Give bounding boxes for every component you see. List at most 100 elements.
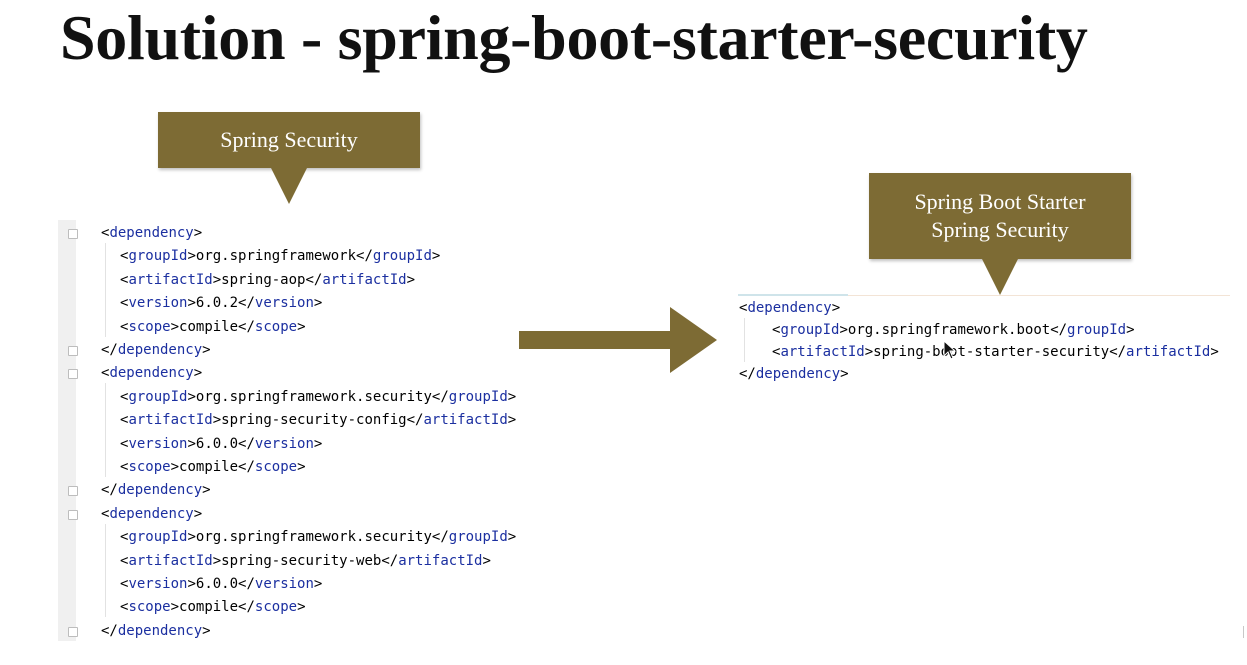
xml-value: compile	[179, 599, 239, 616]
angle-bracket: >	[313, 295, 323, 312]
angle-bracket: >	[313, 576, 323, 592]
angle-bracket: </	[1050, 322, 1068, 338]
xml-tag-name: scope	[254, 318, 298, 335]
angle-bracket: </	[238, 318, 255, 335]
code-line: <artifactId>spring-security-config</arti…	[120, 410, 516, 430]
indent-guide	[105, 383, 106, 477]
xml-tag-name: artifactId	[128, 271, 213, 288]
xml-value: spring-boot-starter-security	[873, 344, 1110, 360]
angle-bracket: <	[120, 318, 129, 335]
xml-tag-name: artifactId	[780, 344, 865, 360]
angle-bracket: >	[297, 459, 306, 475]
xml-value: spring-security-web	[221, 552, 382, 569]
xml-value: 6.0.0	[195, 576, 239, 592]
xml-value: org.springframework	[195, 248, 357, 265]
angle-bracket: >	[839, 322, 848, 338]
indent-guide	[105, 243, 106, 337]
mouse-cursor-icon	[943, 340, 957, 360]
xml-tag-name: dependency	[109, 225, 194, 241]
angle-bracket: <	[772, 344, 781, 360]
xml-tag-name: scope	[254, 599, 298, 616]
xml-tag-name: groupId	[448, 529, 508, 546]
xml-tag-name: version	[128, 435, 188, 452]
angle-bracket: </	[431, 529, 449, 546]
xml-tag-name: groupId	[128, 388, 188, 405]
angle-bracket: >	[507, 412, 517, 429]
angle-bracket: </	[101, 622, 118, 639]
xml-tag-name: groupId	[128, 529, 188, 546]
angle-bracket: <	[101, 505, 110, 522]
xml-tag-name: artifactId	[128, 412, 213, 429]
angle-bracket: >	[170, 599, 180, 616]
code-line: <scope>compile</scope>	[120, 457, 306, 477]
angle-bracket: </	[406, 412, 424, 429]
xml-tag-name: scope	[128, 599, 171, 616]
angle-bracket: <	[120, 295, 129, 312]
callout-line-2: Spring Security	[931, 217, 1069, 242]
xml-value: compile	[179, 459, 239, 475]
angle-bracket: >	[507, 388, 517, 405]
angle-bracket: <	[120, 459, 129, 475]
angle-bracket: <	[120, 576, 129, 592]
code-line: </dependency>	[101, 621, 211, 641]
angle-bracket: </	[238, 599, 255, 616]
code-line: <scope>compile</scope>	[120, 597, 306, 617]
callout-pointer	[982, 259, 1018, 295]
angle-bracket: >	[202, 342, 211, 358]
angle-bracket: <	[772, 322, 781, 338]
code-line: <artifactId>spring-security-web</artifac…	[120, 551, 491, 571]
xml-tag-name: dependency	[755, 366, 841, 382]
callout-pointer	[271, 168, 307, 204]
right-arrow-icon	[519, 307, 717, 373]
angle-bracket: >	[831, 300, 841, 316]
angle-bracket: >	[1210, 344, 1219, 360]
xml-tag-name: scope	[254, 459, 298, 475]
angle-bracket: </	[305, 271, 323, 288]
angle-bracket: >	[187, 295, 196, 312]
angle-bracket: </	[381, 552, 399, 569]
xml-tag-name: artifactId	[398, 552, 483, 569]
angle-bracket: <	[120, 529, 129, 546]
angle-bracket: <	[101, 365, 110, 382]
callout-spring-boot-starter-security: Spring Boot Starter Spring Security	[869, 173, 1131, 295]
code-line: <scope>compile</scope>	[120, 317, 306, 337]
angle-bracket: </	[238, 459, 255, 475]
editor-top-accent	[738, 294, 848, 296]
xml-tag-name: version	[254, 435, 314, 452]
xml-value: 6.0.2	[195, 295, 239, 312]
xml-tag-name: groupId	[1067, 322, 1127, 338]
angle-bracket: <	[101, 225, 110, 241]
xml-value: spring-security-config	[221, 412, 407, 429]
editor-gutter	[58, 220, 76, 641]
angle-bracket: >	[187, 529, 196, 546]
angle-bracket: >	[297, 599, 306, 616]
code-line: <artifactId > spring-boot-starter-security…	[772, 342, 1219, 362]
indent-guide	[105, 523, 106, 618]
angle-bracket: >	[406, 271, 416, 288]
fold-marker-icon[interactable]	[68, 509, 78, 520]
code-line: <dependency>	[101, 223, 202, 243]
angle-bracket: </	[431, 388, 449, 405]
fold-marker-icon[interactable]	[68, 369, 78, 380]
scroll-edge-mark	[1243, 626, 1244, 638]
fold-marker-icon[interactable]	[68, 229, 78, 239]
xml-value: org.springframework.security	[195, 529, 432, 546]
angle-bracket: <	[120, 248, 129, 265]
xml-tag-name: dependency	[117, 482, 203, 499]
fold-marker-icon[interactable]	[68, 486, 78, 497]
xml-value: org.springframework.boot	[847, 322, 1051, 338]
angle-bracket: >	[187, 435, 196, 452]
angle-bracket: <	[120, 552, 129, 569]
angle-bracket: </	[238, 295, 255, 312]
xml-tag-name: groupId	[448, 388, 508, 405]
xml-tag-name: dependency	[117, 342, 203, 358]
xml-tag-name: scope	[128, 318, 171, 335]
code-line: <version>6.0.2</version>	[120, 293, 322, 313]
xml-tag-name: artifactId	[128, 552, 213, 569]
angle-bracket: >	[507, 529, 517, 546]
code-line: <artifactId>spring-aop</artifactId>	[120, 270, 415, 290]
code-line: <version>6.0.0</version>	[120, 574, 322, 594]
xml-tag-name: version	[128, 295, 188, 312]
fold-marker-icon[interactable]	[68, 626, 78, 637]
fold-marker-icon[interactable]	[68, 346, 78, 356]
